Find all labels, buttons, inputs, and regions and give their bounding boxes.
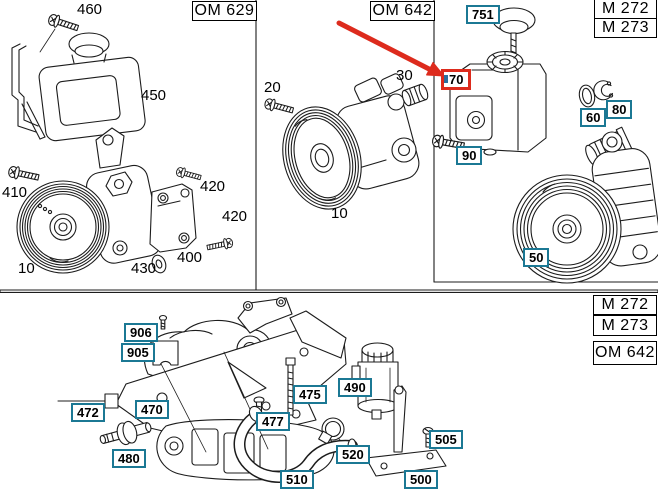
callout-70-underlay [444,75,448,83]
callout-80[interactable]: 80 [606,100,633,119]
bolt-20-drawing [263,96,295,117]
engine-box-m272-top[interactable]: M 272 [594,0,657,19]
reservoir-450-drawing [38,32,146,142]
part-number-10-left: 10 [18,260,35,277]
callout-472[interactable]: 472 [71,403,105,422]
bolt-906-drawing [158,314,168,330]
engine-box-om642[interactable]: OM 642 [370,1,435,21]
engine-box-m273-bottom[interactable]: M 273 [593,315,657,336]
clip-905-drawing [152,340,179,366]
callout-475[interactable]: 475 [293,385,327,404]
sensor-472-drawing [57,393,119,409]
callout-751[interactable]: 751 [466,5,500,24]
callout-905[interactable]: 905 [121,343,155,362]
part-number-450: 450 [141,87,167,104]
engine-box-om629[interactable]: OM 629 [192,1,257,21]
washer-430-drawing [151,254,167,274]
bracket-400-drawing [149,183,197,253]
part-number-410: 410 [2,184,28,201]
bolt-420b-drawing [205,236,235,254]
valve-480-drawing [99,420,152,446]
callout-70-text: 70 [449,72,464,87]
engine-box-om642-bottom[interactable]: OM 642 [593,341,657,365]
callout-90[interactable]: 90 [456,146,483,165]
bolt-420a-drawing [174,165,203,183]
callout-490[interactable]: 490 [338,378,372,397]
callout-906[interactable]: 906 [124,323,158,342]
part-number-30: 30 [396,67,413,84]
callout-477[interactable]: 477 [256,412,290,431]
fitting-30-drawing [401,83,429,107]
part-number-430: 430 [131,260,157,277]
part-number-460: 460 [77,1,103,18]
engine-box-m273-top[interactable]: M 273 [594,18,657,38]
pulley-10-om642-drawing [282,106,362,210]
callout-70-highlighted[interactable]: 70 [441,69,472,90]
callout-50[interactable]: 50 [523,248,550,267]
pulley-10-om629-drawing [16,180,110,274]
bracket-500-drawing [365,385,447,477]
callout-505[interactable]: 505 [429,430,463,449]
reservoir-70-drawing [449,50,547,156]
engine-box-m272-bottom[interactable]: M 272 [593,295,657,315]
snapring-80-drawing [593,80,614,101]
bolt-460-drawing [39,12,81,53]
callout-480[interactable]: 480 [112,449,146,468]
callout-520[interactable]: 520 [336,445,370,464]
bolt-410-drawing [7,164,41,185]
panel-dividers [0,0,658,293]
mount-bracket-drawing [11,43,46,140]
callout-510[interactable]: 510 [280,470,314,489]
part-number-420b: 420 [222,208,248,225]
part-number-20: 20 [264,79,281,96]
part-number-420a: 420 [200,178,226,195]
callout-470[interactable]: 470 [135,400,169,419]
highlight-arrow [336,20,445,77]
part-number-10-middle: 10 [331,205,348,222]
callout-60[interactable]: 60 [580,108,607,127]
part-number-400: 400 [177,249,203,266]
callout-500[interactable]: 500 [404,470,438,489]
